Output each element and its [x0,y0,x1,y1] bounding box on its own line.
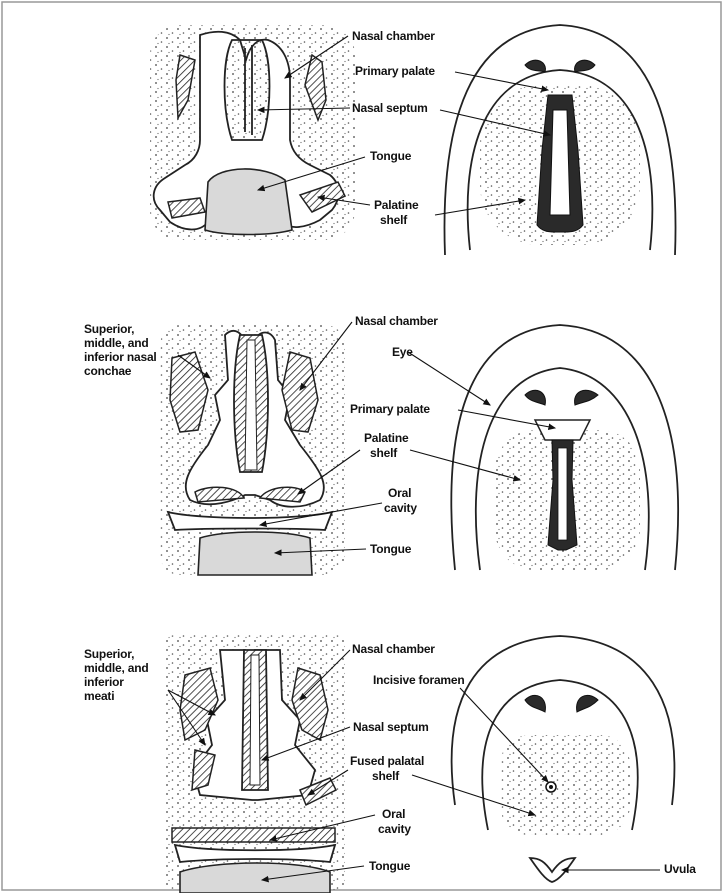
label-oral-cavity-2b: cavity [384,501,417,515]
ventral-view-2 [451,325,678,570]
coronal-section-3 [165,635,345,893]
label-nasal-septum-1: Nasal septum [352,101,428,115]
panel-1: Nasal chamber Primary palate Nasal septu… [150,25,676,255]
label-palatine-shelf-2b: shelf [370,446,398,460]
tongue-1 [205,169,292,235]
label-primary-palate-1: Primary palate [355,64,435,78]
panel-3: Superior, middle, and inferior meati Nas… [84,635,696,893]
label-nasal-chamber-3: Nasal chamber [352,642,435,656]
label-conchae-3: inferior nasal [84,350,157,364]
label-incisive-foramen: Incisive foramen [373,673,465,687]
label-nasal-chamber-1: Nasal chamber [352,29,435,43]
panel-2: Superior, middle, and inferior nasal con… [84,314,678,575]
label-meati-4: meati [84,689,114,703]
label-palatine-shelf-1a: Palatine [374,198,419,212]
label-conchae-2: middle, and [84,336,148,350]
label-primary-palate-2: Primary palate [350,402,430,416]
label-meati-2: middle, and [84,661,148,675]
label-tongue-3: Tongue [369,859,411,873]
label-palatine-shelf-2a: Palatine [364,431,409,445]
label-oral-cavity-3b: cavity [378,822,411,836]
label-conchae-4: conchae [84,364,132,378]
tongue-2 [198,532,312,575]
label-fused-palatal-shelf-a: Fused palatal [350,754,424,768]
ventral-view-3 [452,636,675,882]
label-conchae-1: Superior, [84,322,134,336]
tongue-3 [180,863,330,893]
label-oral-cavity-3a: Oral [382,807,405,821]
label-eye: Eye [392,345,413,359]
label-tongue-1: Tongue [370,149,412,163]
label-palatine-shelf-1b: shelf [380,213,408,227]
label-nasal-chamber-2: Nasal chamber [355,314,438,328]
label-meati-3: inferior [84,675,124,689]
label-fused-palatal-shelf-b: shelf [372,769,400,783]
nasal-septum-1 [225,40,270,140]
label-nasal-septum-3: Nasal septum [353,720,429,734]
label-uvula: Uvula [664,862,696,876]
coronal-section-1 [150,25,355,240]
label-oral-cavity-2a: Oral [388,486,411,500]
ventral-view-1 [444,25,675,255]
label-tongue-2: Tongue [370,542,412,556]
label-meati-1: Superior, [84,647,134,661]
